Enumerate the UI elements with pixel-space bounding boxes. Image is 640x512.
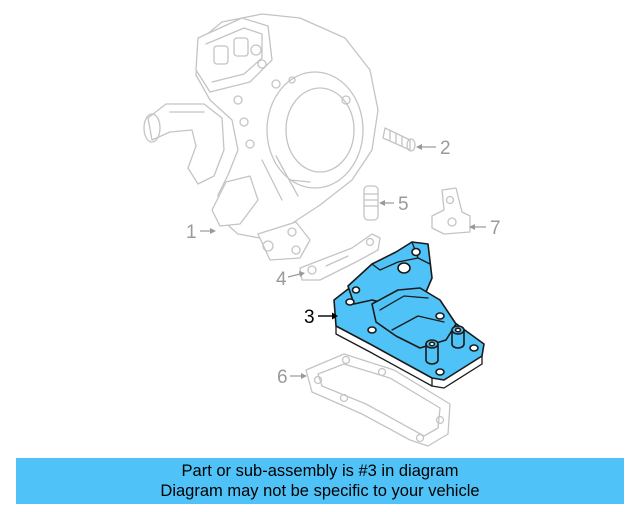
parts-diagram: 1 2 3 4 5 6 7 <box>143 13 501 447</box>
callout-2: 2 <box>440 138 451 159</box>
gasket-part-6 <box>305 353 451 447</box>
stud-part-2 <box>382 127 416 152</box>
turbocharger-assembly <box>143 13 379 261</box>
callout-3: 3 <box>304 307 315 328</box>
callout-6: 6 <box>277 367 288 388</box>
callout-1: 1 <box>186 222 197 243</box>
leader-lines <box>200 144 486 379</box>
banner-line-disclaimer: Diagram may not be specific to your vehi… <box>160 482 480 500</box>
callout-4: 4 <box>276 269 287 290</box>
info-banner: Part or sub-assembly is #3 in diagram Di… <box>16 458 624 504</box>
oil-cooler-bracket-part-3 <box>333 241 485 389</box>
gasket-part-4 <box>299 233 381 281</box>
banner-line-part: Part or sub-assembly is #3 in diagram <box>181 462 459 480</box>
stud-part-5 <box>363 185 379 221</box>
bracket-part-7 <box>431 187 471 235</box>
callout-5: 5 <box>398 194 409 215</box>
callout-7: 7 <box>490 218 501 239</box>
